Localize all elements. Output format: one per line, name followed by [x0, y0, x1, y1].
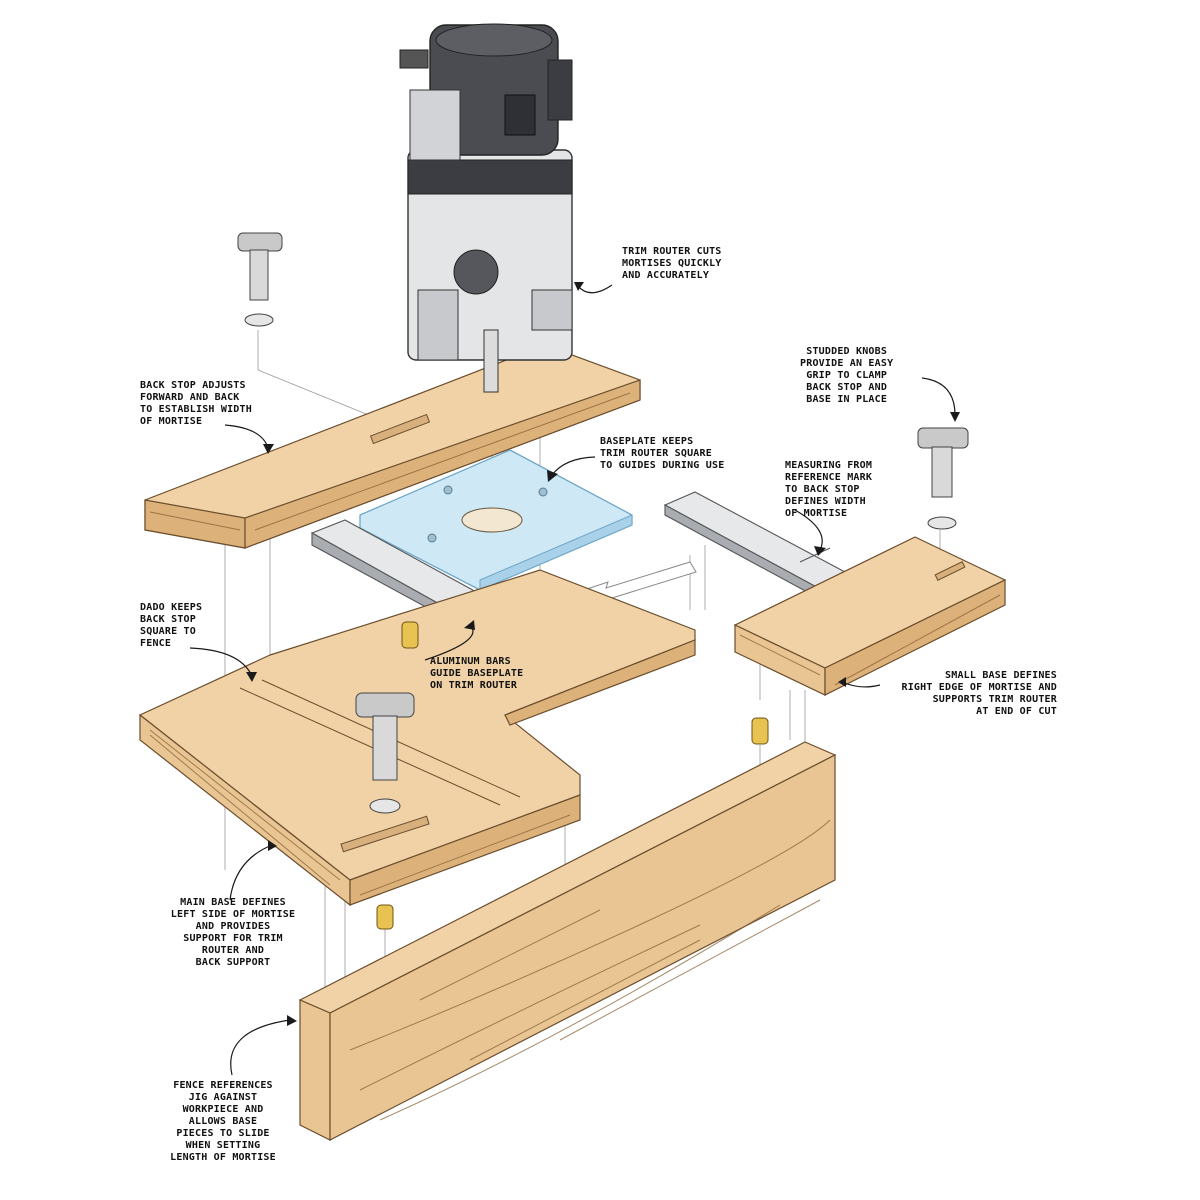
callout-line: ALUMINUM BARS — [430, 656, 511, 667]
callout-line: LEFT SIDE OF MORTISE — [170, 909, 296, 920]
callout-line: BASE IN PLACE — [806, 394, 888, 405]
callout-line: PROVIDE AN EASY — [800, 358, 894, 369]
callout-line: PIECES TO SLIDE — [176, 1128, 270, 1139]
callout-line: DADO KEEPS — [140, 602, 203, 613]
callout-line: MEASURING FROM — [785, 460, 873, 471]
callout-line: BACK STOP AND — [806, 382, 888, 393]
callout-line: TRIM ROUTER CUTS — [622, 246, 722, 257]
callout-line: RIGHT EDGE OF MORTISE AND — [901, 682, 1057, 693]
callout-line: WHEN SETTING — [185, 1140, 261, 1151]
callout-line: ON TRIM ROUTER — [430, 680, 518, 691]
callout-line: SUPPORT FOR TRIM — [183, 933, 283, 944]
callout-line: BACK SUPPORT — [195, 957, 271, 968]
callout-line: FENCE REFERENCES — [173, 1080, 273, 1091]
callout-line: REFERENCE MARK — [785, 472, 873, 483]
callout-line: OF MORTISE — [140, 416, 203, 427]
studded-knob-center — [355, 692, 415, 814]
callout-line: SQUARE TO — [140, 626, 196, 637]
callout-line: TO ESTABLISH WIDTH — [140, 404, 252, 415]
callout-line: BASEPLATE KEEPS — [600, 436, 694, 447]
callout-line: TO GUIDES DURING USE — [600, 460, 725, 471]
callout-line: GRIP TO CLAMP — [806, 370, 888, 381]
callout-line: ROUTER AND — [201, 945, 265, 956]
callout-line: SUPPORTS TRIM ROUTER — [932, 694, 1057, 705]
callout-line: MAIN BASE DEFINES — [180, 897, 286, 908]
studded-knob-right — [917, 427, 969, 530]
callout-line: GUIDE BASEPLATE — [430, 668, 524, 679]
acrylic-baseplate — [359, 449, 633, 591]
trim-router — [399, 23, 573, 393]
callout-line: FENCE — [140, 638, 172, 649]
callout-line: ALLOWS BASE — [188, 1116, 258, 1127]
back-stop-board — [144, 344, 641, 549]
callout-line: BACK STOP — [140, 614, 196, 625]
callout-line: LENGTH OF MORTISE — [170, 1152, 276, 1163]
callout-line: STUDDED KNOBS — [806, 346, 888, 357]
callout-line: FORWARD AND BACK — [140, 392, 240, 403]
callout-line: WORKPIECE AND — [182, 1104, 264, 1115]
callout-line: TO BACK STOP — [785, 484, 860, 495]
callout-line: SMALL BASE DEFINES — [945, 670, 1057, 681]
fence-board — [298, 741, 837, 1141]
callout-line: BACK STOP ADJUSTS — [140, 380, 246, 391]
main-base — [138, 569, 696, 907]
callout-line: AND PROVIDES — [195, 921, 271, 932]
small-base — [733, 536, 1007, 696]
callout-line: OF MORTISE — [785, 508, 848, 519]
callout-line: AT END OF CUT — [976, 706, 1057, 717]
callout-leaders — [189, 282, 960, 1076]
callout-line: MORTISES QUICKLY — [622, 258, 722, 269]
studded-knob-left — [237, 232, 283, 327]
threaded-inserts — [376, 621, 769, 930]
callout-line: AND ACCURATELY — [622, 270, 710, 281]
callout-line: JIG AGAINST — [188, 1092, 258, 1103]
callout-line: TRIM ROUTER SQUARE — [600, 448, 712, 459]
callout-line: DEFINES WIDTH — [785, 496, 866, 507]
